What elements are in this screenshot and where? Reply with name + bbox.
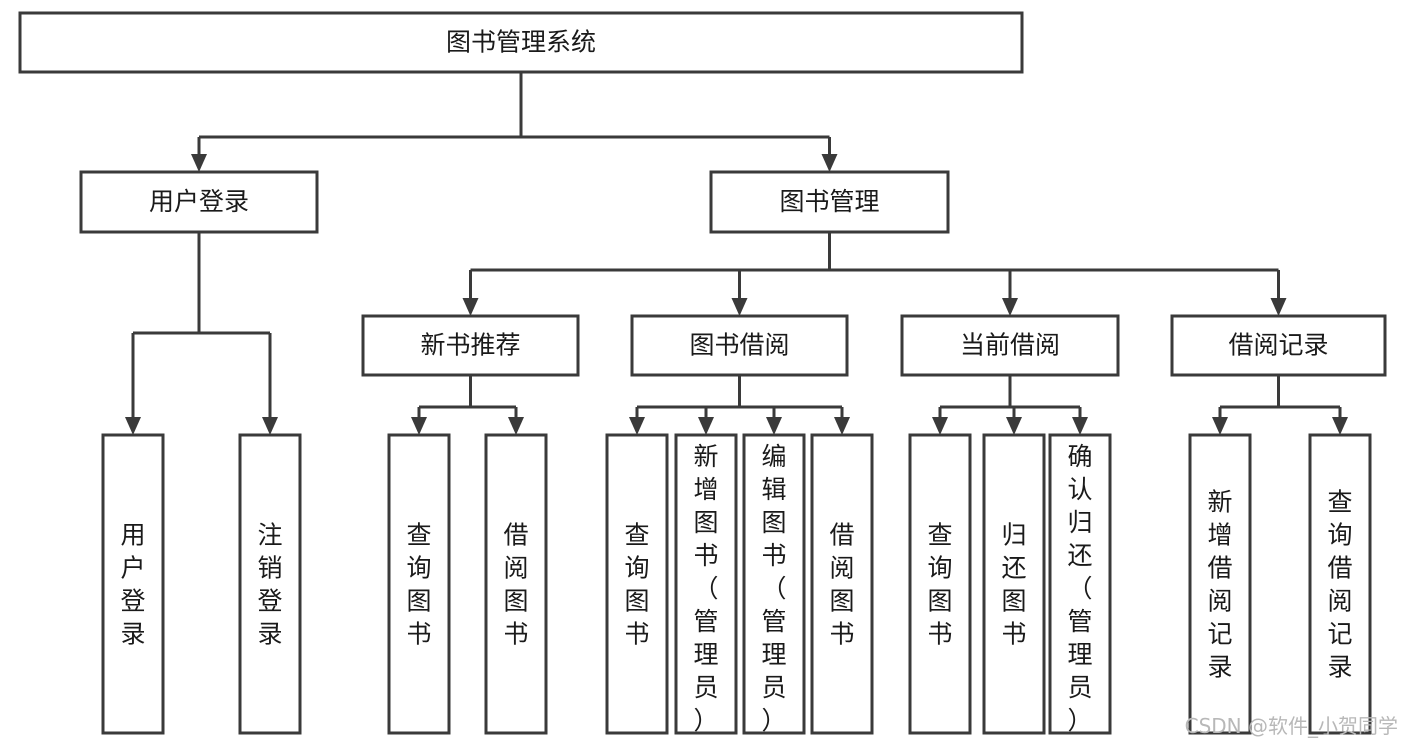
node-leaf-user-login[interactable]: 用户登录: [101, 433, 165, 735]
connector-layer: [125, 72, 1348, 435]
node-new-book-rec[interactable]: 新书推荐: [361, 314, 580, 377]
node-book-borrow-label: 图书借阅: [689, 331, 789, 360]
node-leaf-add-book[interactable]: 新增图书（管理员）: [674, 433, 738, 735]
node-leaf-query-record-box: [1308, 433, 1372, 735]
node-leaf-query-book-2[interactable]: 查询图书: [605, 433, 669, 735]
node-leaf-query-record[interactable]: 查询借阅记录: [1308, 433, 1372, 735]
node-leaf-confirm-return-label: 确认归还（管理员）: [1067, 442, 1092, 735]
node-leaf-borrow-book-2-label: 借阅图书: [829, 521, 854, 649]
node-new-book-rec-label: 新书推荐: [420, 331, 520, 360]
node-leaf-edit-book[interactable]: 编辑图书（管理员）: [742, 433, 806, 735]
node-book-manage-label: 图书管理: [779, 187, 879, 216]
node-root-system-box: [18, 11, 1024, 74]
node-leaf-borrow-book-1-label: 借阅图书: [503, 521, 528, 649]
node-current-borrow-label: 当前借阅: [960, 331, 1060, 360]
node-book-borrow[interactable]: 图书借阅: [630, 314, 849, 377]
node-leaf-user-logout[interactable]: 注销登录: [238, 433, 302, 735]
node-user-login[interactable]: 用户登录: [79, 170, 319, 234]
node-current-borrow[interactable]: 当前借阅: [900, 314, 1120, 377]
node-leaf-confirm-return-box: [1048, 433, 1112, 735]
node-leaf-query-book-2-box: [605, 433, 669, 735]
node-leaf-query-book-3[interactable]: 查询图书: [908, 433, 972, 735]
node-user-login-label: 用户登录: [149, 187, 249, 216]
node-leaf-edit-book-box: [742, 433, 806, 735]
edge-to-leaf-borrow-book-2-arrowhead: [834, 417, 850, 435]
edge-to-leaf-add-record-arrowhead: [1212, 417, 1228, 435]
node-layer: 图书管理系统用户登录图书管理新书推荐图书借阅当前借阅借阅记录用户登录注销登录查询…: [18, 11, 1387, 735]
node-book-manage[interactable]: 图书管理: [709, 170, 950, 234]
edge-to-borrow-record-arrowhead: [1270, 298, 1287, 316]
node-borrow-record-box: [1170, 314, 1387, 377]
node-book-borrow-box: [630, 314, 849, 377]
edge-to-leaf-return-book-arrowhead: [1006, 417, 1022, 435]
edge-to-leaf-query-record-arrowhead: [1332, 417, 1348, 435]
node-leaf-borrow-book-1-box: [484, 433, 548, 735]
node-leaf-confirm-return[interactable]: 确认归还（管理员）: [1048, 433, 1112, 735]
edge-to-book-borrow-arrowhead: [731, 298, 748, 316]
node-leaf-borrow-book-2[interactable]: 借阅图书: [810, 433, 874, 735]
node-leaf-return-book-label: 归还图书: [1001, 521, 1026, 649]
edge-to-leaf-query-book-2-arrowhead: [629, 417, 645, 435]
node-leaf-borrow-book-2-box: [810, 433, 874, 735]
node-leaf-add-record-label: 新增借阅记录: [1207, 488, 1232, 682]
node-leaf-add-book-box: [674, 433, 738, 735]
edge-to-user-login-arrowhead: [191, 154, 207, 172]
node-leaf-query-book-2-label: 查询图书: [624, 521, 649, 649]
node-leaf-query-book-1-label: 查询图书: [406, 521, 431, 649]
edge-to-current-borrow-arrowhead: [1002, 298, 1018, 316]
node-leaf-query-book-3-box: [908, 433, 972, 735]
node-leaf-query-book-1-box: [387, 433, 451, 735]
edge-to-leaf-borrow-book-1-arrowhead: [508, 417, 524, 435]
edge-to-leaf-query-book-3-arrowhead: [932, 417, 948, 435]
node-root-system[interactable]: 图书管理系统: [18, 11, 1024, 74]
node-leaf-edit-book-label: 编辑图书（管理员）: [761, 442, 786, 735]
node-leaf-borrow-book-1[interactable]: 借阅图书: [484, 433, 548, 735]
edge-to-leaf-add-book-arrowhead: [698, 417, 714, 435]
node-leaf-query-book-1[interactable]: 查询图书: [387, 433, 451, 735]
node-leaf-add-book-label: 新增图书（管理员）: [693, 442, 718, 735]
csdn-watermark: CSDN @软件_小贺同学: [1185, 714, 1398, 738]
node-leaf-user-logout-label: 注销登录: [257, 521, 282, 649]
node-leaf-add-record[interactable]: 新增借阅记录: [1188, 433, 1252, 735]
node-leaf-return-book[interactable]: 归还图书: [982, 433, 1046, 735]
node-leaf-return-book-box: [982, 433, 1046, 735]
node-leaf-user-login-box: [101, 433, 165, 735]
node-user-login-box: [79, 170, 319, 234]
edge-to-leaf-user-login-arrowhead: [125, 417, 141, 435]
node-book-manage-box: [709, 170, 950, 234]
node-leaf-user-login-label: 用户登录: [120, 521, 145, 649]
edge-to-leaf-query-book-1-arrowhead: [411, 417, 427, 435]
node-borrow-record-label: 借阅记录: [1228, 331, 1328, 360]
node-leaf-add-record-box: [1188, 433, 1252, 735]
node-current-borrow-box: [900, 314, 1120, 377]
edge-to-leaf-confirm-return-arrowhead: [1072, 417, 1088, 435]
node-leaf-query-record-label: 查询借阅记录: [1327, 488, 1352, 682]
node-root-system-label: 图书管理系统: [446, 28, 596, 57]
node-new-book-rec-box: [361, 314, 580, 377]
edge-to-new-book-rec-arrowhead: [462, 298, 479, 316]
edge-to-book-manage-arrowhead: [821, 154, 838, 172]
node-leaf-query-book-3-label: 查询图书: [927, 521, 952, 649]
edge-to-leaf-edit-book-arrowhead: [766, 417, 782, 435]
node-leaf-user-logout-box: [238, 433, 302, 735]
node-borrow-record[interactable]: 借阅记录: [1170, 314, 1387, 377]
edge-to-leaf-user-logout-arrowhead: [262, 417, 278, 435]
